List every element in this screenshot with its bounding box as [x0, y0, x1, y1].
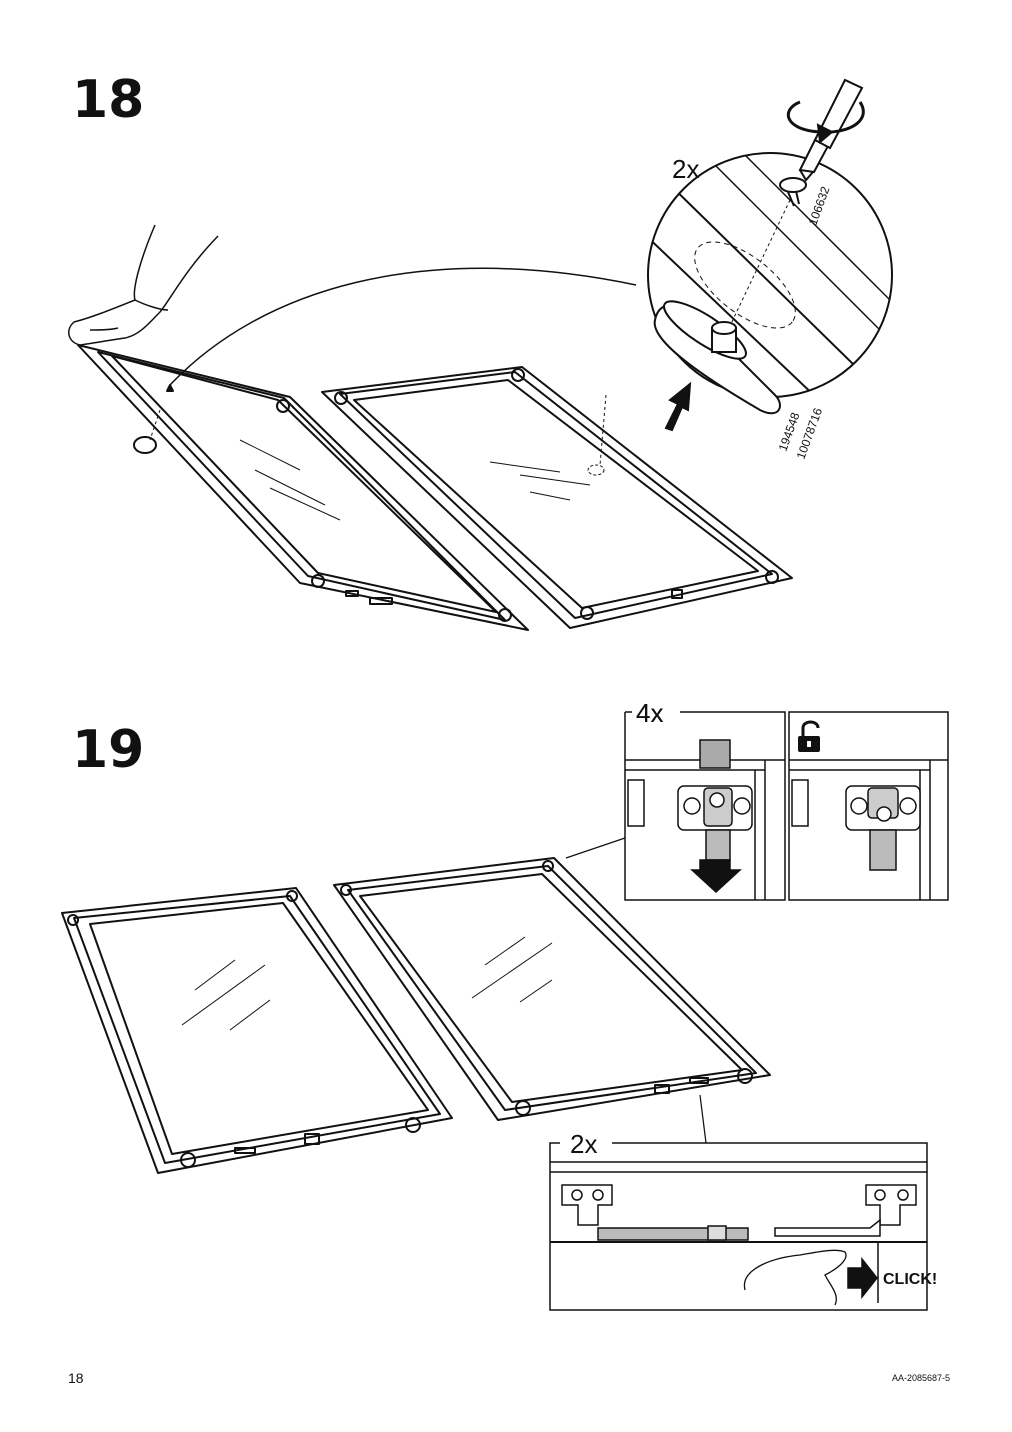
unlock-icon — [798, 720, 820, 752]
detail-lock-quantity-fill: 4x — [636, 698, 663, 728]
insert-up-arrow-icon — [664, 381, 692, 432]
step19-scene — [61, 837, 771, 1174]
knob-part — [653, 300, 781, 415]
document-id: AA-2085687-5 — [891, 1373, 950, 1383]
door-frame-left-19 — [61, 887, 453, 1174]
step18-scene — [68, 224, 793, 631]
detail-click-quantity: 2x — [570, 1129, 597, 1159]
step-18-number: 18 — [72, 70, 145, 130]
hand-illustration — [68, 224, 219, 346]
detail-lock-quantity: 4x — [636, 698, 663, 728]
magnified-detail-circle — [647, 78, 893, 432]
detail-panel-click — [549, 1142, 928, 1311]
door-frame-left — [77, 344, 529, 631]
door-frame-right — [321, 366, 793, 629]
detail-panel-lock-after — [788, 711, 949, 901]
step18-quantity: 2x — [672, 154, 699, 184]
knob-on-left-door — [133, 384, 174, 454]
click-label: CLICK! — [883, 1271, 937, 1288]
step-19-number: 19 — [72, 720, 145, 780]
callout-connector-arc — [169, 267, 637, 386]
screw-icon — [779, 177, 807, 207]
page-number: 18 — [68, 1370, 84, 1386]
door-frame-right-19 — [333, 857, 771, 1121]
detail-panel-lock-before — [624, 711, 786, 901]
